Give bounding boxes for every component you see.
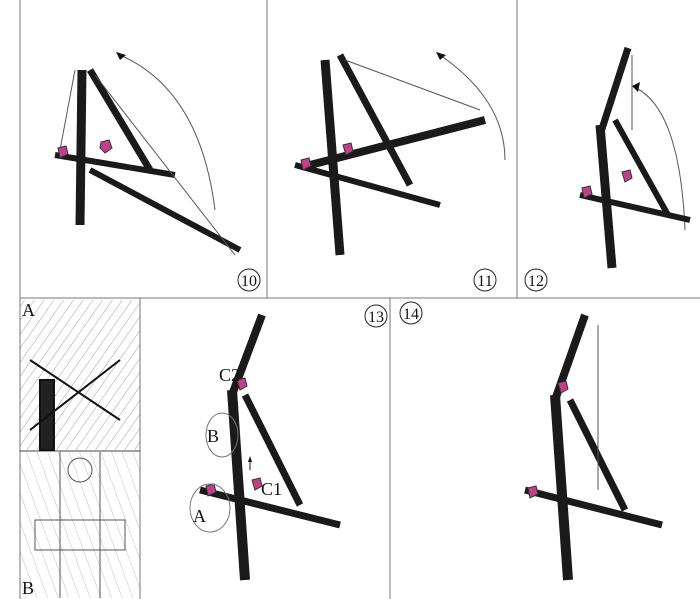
hoist	[205, 483, 217, 497]
panel-12-drawing	[579, 46, 691, 269]
panel-11-drawing	[294, 52, 506, 256]
tower-truss	[227, 389, 250, 581]
hoist	[99, 139, 113, 154]
panel-13-drawing	[189, 313, 341, 581]
tower-truss	[550, 394, 573, 581]
horizontal-truss	[294, 162, 441, 208]
hoist	[300, 157, 312, 171]
hoist	[527, 485, 539, 499]
horizontal-truss	[579, 192, 691, 223]
callout-c2: C2	[219, 365, 240, 385]
step-badge-12: 12	[524, 268, 548, 292]
callout-a-circle	[189, 483, 231, 533]
swinging-truss	[309, 116, 486, 169]
inclined-truss	[612, 118, 671, 217]
hoist	[621, 169, 633, 183]
step-number: 10	[241, 273, 257, 290]
horizontal-truss	[524, 486, 663, 529]
step-badge-10: 10	[237, 268, 261, 292]
hoist	[342, 142, 354, 156]
step-number: 12	[528, 273, 544, 290]
detail-b-area	[20, 452, 140, 598]
step-number: 11	[477, 273, 492, 290]
hoist	[557, 380, 569, 394]
rotation-arrow	[439, 54, 506, 161]
detail-inset: A B	[20, 300, 140, 598]
boom-truss	[86, 68, 154, 172]
horizontal-truss	[199, 486, 341, 529]
callout-b-circle	[205, 412, 239, 458]
step-badge-13: 13	[364, 304, 388, 328]
rotation-arrow	[635, 87, 686, 231]
step-badge-11: 11	[473, 268, 497, 292]
tower-truss	[75, 69, 87, 226]
step-badge-14: 14	[399, 301, 423, 325]
panel-10-drawing	[54, 52, 242, 256]
rotation-arrow	[119, 54, 216, 211]
callout-a: A	[193, 506, 206, 526]
callout-c1: C1	[261, 479, 282, 499]
step-number: 14	[403, 306, 419, 323]
detail-b-label: B	[22, 578, 34, 598]
hoist	[581, 185, 593, 199]
callout-b: B	[207, 426, 219, 446]
tower-truss	[595, 124, 617, 269]
panel-14-drawing	[524, 313, 663, 581]
hoist	[57, 145, 69, 159]
boom-truss	[596, 46, 632, 137]
hoist	[251, 477, 263, 491]
detail-a-area	[20, 300, 140, 450]
step-number: 13	[368, 309, 384, 326]
detail-a-label: A	[22, 300, 35, 320]
swinging-truss	[88, 167, 242, 253]
hoist	[236, 377, 248, 391]
boom-truss	[336, 53, 414, 187]
inclined-truss	[241, 393, 304, 507]
horizontal-truss	[54, 152, 176, 178]
